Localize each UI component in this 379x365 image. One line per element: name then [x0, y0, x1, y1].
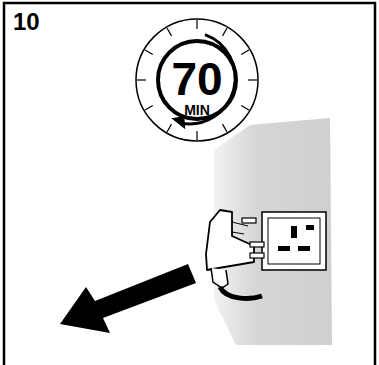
frame-border: [4, 3, 375, 365]
pull-arrow: [60, 264, 196, 333]
wall-socket: [262, 212, 326, 270]
time-unit: MIN: [134, 103, 260, 117]
mains-plug: [206, 210, 264, 298]
step-number: 10: [13, 8, 40, 36]
time-value: 70: [134, 56, 260, 102]
timer-dial: 70MIN: [134, 17, 260, 143]
